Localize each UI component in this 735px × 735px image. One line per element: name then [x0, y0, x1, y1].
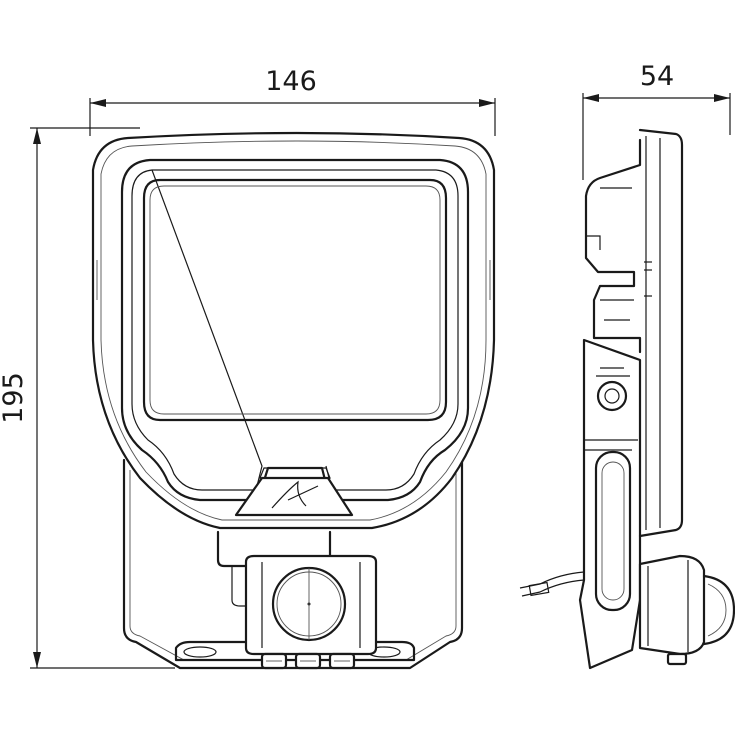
depth-dimension: 54: [582, 61, 731, 180]
width-label: 146: [265, 66, 317, 97]
height-dimension: 195: [0, 127, 175, 669]
front-view: [91, 131, 496, 670]
height-label: 195: [0, 372, 29, 424]
width-dimension: 146: [89, 66, 496, 136]
depth-label: 54: [640, 61, 674, 92]
sensor-adjust-knobs: [260, 652, 356, 670]
side-view: [519, 128, 735, 670]
